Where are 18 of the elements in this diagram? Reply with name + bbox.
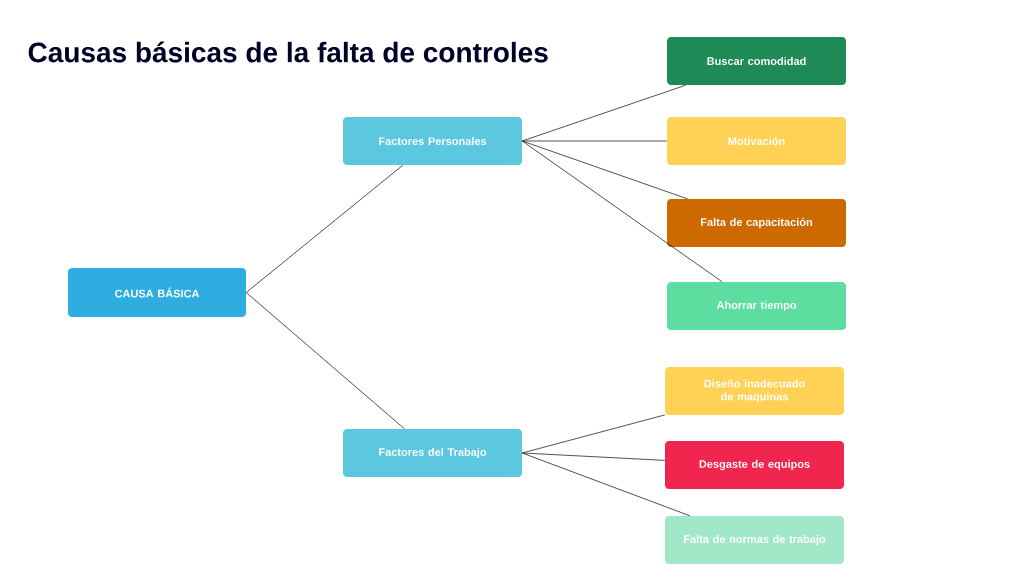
process-box: CAUSA BÁSICA [68, 268, 246, 317]
connector-line [521, 140, 723, 283]
connector-line [521, 452, 691, 517]
process-box: Buscar comodidad [667, 37, 846, 85]
connector-line [521, 140, 668, 142]
connector-line [245, 292, 405, 430]
process-box: Desgaste de equipos [665, 441, 844, 489]
process-box: Ahorrar tiempo [667, 282, 846, 330]
process-box: Falta de normas de trabajo [665, 516, 844, 564]
connector-line [521, 452, 666, 461]
process-box: Diseño inadecuado de maquinas [665, 367, 844, 415]
connector-line [245, 164, 404, 293]
title: Causas básicas de la falta de controles [28, 41, 548, 63]
process-box: Falta de capacitación [667, 199, 846, 247]
process-box: Factores Personales [343, 117, 522, 165]
connector-line [521, 140, 688, 200]
process-box: Factores del Trabajo [343, 429, 522, 477]
process-box: Motivación [667, 117, 846, 165]
